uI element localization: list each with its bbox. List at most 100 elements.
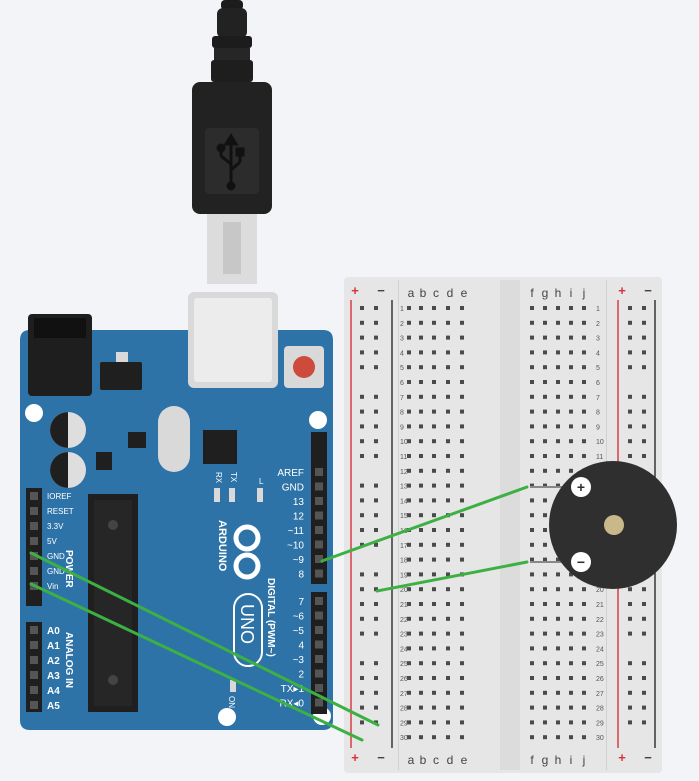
breadboard-hole[interactable] bbox=[446, 439, 450, 444]
rail-hole[interactable] bbox=[374, 365, 378, 370]
breadboard-hole[interactable] bbox=[460, 676, 464, 680]
rail-hole[interactable] bbox=[628, 320, 632, 325]
breadboard-hole[interactable] bbox=[556, 587, 560, 592]
rail-hole[interactable] bbox=[628, 424, 632, 429]
breadboard-hole[interactable] bbox=[432, 498, 436, 503]
rail-hole[interactable] bbox=[360, 454, 364, 458]
breadboard-hole[interactable] bbox=[407, 424, 411, 429]
breadboard-hole[interactable] bbox=[419, 661, 423, 666]
breadboard-hole[interactable] bbox=[582, 335, 586, 340]
rail-hole[interactable] bbox=[628, 676, 632, 680]
breadboard-hole[interactable] bbox=[530, 468, 534, 473]
rail-hole[interactable] bbox=[360, 631, 364, 636]
power-pin[interactable] bbox=[30, 522, 38, 530]
breadboard-hole[interactable] bbox=[530, 513, 534, 518]
breadboard-hole[interactable] bbox=[460, 439, 464, 444]
breadboard-hole[interactable] bbox=[543, 513, 547, 518]
breadboard-hole[interactable] bbox=[543, 380, 547, 384]
breadboard-hole[interactable] bbox=[556, 720, 560, 725]
breadboard-hole[interactable] bbox=[582, 380, 586, 384]
breadboard-hole[interactable] bbox=[556, 439, 560, 444]
breadboard-hole[interactable] bbox=[407, 409, 411, 414]
breadboard-hole[interactable] bbox=[446, 498, 450, 503]
rail-hole[interactable] bbox=[374, 631, 378, 636]
breadboard-hole[interactable] bbox=[530, 616, 534, 621]
breadboard-hole[interactable] bbox=[460, 646, 464, 651]
breadboard-hole[interactable] bbox=[543, 631, 547, 636]
breadboard-hole[interactable] bbox=[419, 690, 423, 695]
digital-pin[interactable] bbox=[315, 482, 323, 491]
rail-hole[interactable] bbox=[360, 572, 364, 577]
breadboard-hole[interactable] bbox=[569, 394, 573, 399]
breadboard-hole[interactable] bbox=[569, 409, 573, 414]
breadboard-hole[interactable] bbox=[569, 661, 573, 666]
breadboard-hole[interactable] bbox=[432, 690, 436, 695]
rail-hole[interactable] bbox=[374, 394, 378, 399]
rail-hole[interactable] bbox=[374, 350, 378, 355]
breadboard-hole[interactable] bbox=[569, 306, 573, 310]
rail-hole[interactable] bbox=[360, 335, 364, 340]
digital-pin[interactable] bbox=[315, 555, 323, 563]
rail-hole[interactable] bbox=[642, 661, 646, 666]
breadboard-hole[interactable] bbox=[407, 661, 411, 666]
digital-pin[interactable] bbox=[315, 611, 323, 620]
breadboard-hole[interactable] bbox=[543, 498, 547, 503]
breadboard-hole[interactable] bbox=[446, 690, 450, 695]
breadboard-hole[interactable] bbox=[419, 306, 423, 310]
rail-hole[interactable] bbox=[360, 483, 364, 488]
wire-gnd-to-rail[interactable] bbox=[29, 582, 364, 742]
breadboard-hole[interactable] bbox=[407, 320, 411, 325]
breadboard-hole[interactable] bbox=[556, 454, 560, 458]
breadboard-hole[interactable] bbox=[543, 602, 547, 606]
breadboard-hole[interactable] bbox=[530, 439, 534, 444]
breadboard-hole[interactable] bbox=[530, 602, 534, 606]
breadboard-hole[interactable] bbox=[530, 631, 534, 636]
breadboard-hole[interactable] bbox=[569, 676, 573, 680]
rail-hole[interactable] bbox=[642, 616, 646, 621]
breadboard-hole[interactable] bbox=[530, 365, 534, 370]
rail-hole[interactable] bbox=[360, 587, 364, 592]
rail-hole[interactable] bbox=[360, 528, 364, 532]
rail-hole[interactable] bbox=[374, 498, 378, 503]
breadboard-hole[interactable] bbox=[556, 320, 560, 325]
breadboard-hole[interactable] bbox=[556, 646, 560, 651]
breadboard-hole[interactable] bbox=[460, 720, 464, 725]
breadboard-hole[interactable] bbox=[407, 705, 411, 710]
rail-hole[interactable] bbox=[360, 409, 364, 414]
rail-hole[interactable] bbox=[642, 424, 646, 429]
breadboard-hole[interactable] bbox=[530, 528, 534, 532]
breadboard-hole[interactable] bbox=[530, 306, 534, 310]
breadboard-hole[interactable] bbox=[543, 646, 547, 651]
breadboard-hole[interactable] bbox=[446, 306, 450, 310]
breadboard-hole[interactable] bbox=[556, 394, 560, 399]
breadboard-hole[interactable] bbox=[460, 483, 464, 488]
breadboard-hole[interactable] bbox=[569, 454, 573, 458]
rail-hole[interactable] bbox=[374, 306, 378, 310]
breadboard-hole[interactable] bbox=[543, 557, 547, 562]
breadboard-hole[interactable] bbox=[569, 705, 573, 710]
buzzer-plus-terminal[interactable] bbox=[571, 477, 591, 497]
breadboard-hole[interactable] bbox=[569, 690, 573, 695]
breadboard-hole[interactable] bbox=[432, 705, 436, 710]
breadboard-hole[interactable] bbox=[407, 513, 411, 518]
breadboard-hole[interactable] bbox=[432, 557, 436, 562]
breadboard-hole[interactable] bbox=[569, 350, 573, 355]
digital-pin[interactable] bbox=[315, 511, 323, 520]
breadboard-hole[interactable] bbox=[407, 483, 411, 488]
breadboard-hole[interactable] bbox=[407, 587, 411, 592]
breadboard-hole[interactable] bbox=[419, 735, 423, 740]
rail-hole[interactable] bbox=[642, 454, 646, 458]
rail-hole[interactable] bbox=[642, 690, 646, 695]
breadboard-hole[interactable] bbox=[543, 439, 547, 444]
breadboard-hole[interactable] bbox=[432, 335, 436, 340]
rail-hole[interactable] bbox=[642, 439, 646, 444]
rail-hole[interactable] bbox=[374, 542, 378, 547]
rail-hole[interactable] bbox=[374, 690, 378, 695]
power-pin[interactable] bbox=[30, 492, 38, 500]
breadboard-hole[interactable] bbox=[432, 454, 436, 458]
breadboard-hole[interactable] bbox=[530, 350, 534, 355]
rail-hole[interactable] bbox=[374, 335, 378, 340]
breadboard-hole[interactable] bbox=[432, 513, 436, 518]
breadboard-hole[interactable] bbox=[419, 631, 423, 636]
rail-hole[interactable] bbox=[642, 320, 646, 325]
